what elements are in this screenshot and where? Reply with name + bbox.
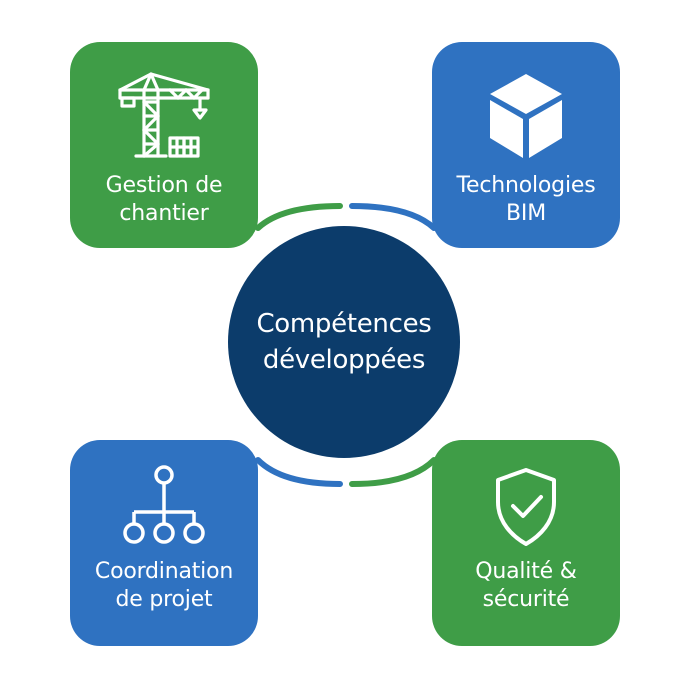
shield-check-icon [432, 464, 620, 548]
center-title-line2: développées [262, 345, 426, 375]
cube-icon [432, 68, 620, 164]
card-label-line2: de projet [115, 587, 213, 612]
card-technologies-bim: Technologies BIM [432, 42, 620, 248]
hierarchy-tree-icon [70, 464, 258, 548]
connector-bottom-right [349, 457, 437, 487]
card-label-line1: Qualité & [475, 559, 577, 584]
card-qualite-securite: Qualité & sécurité [432, 440, 620, 646]
card-label-line1: Coordination [94, 559, 234, 584]
connector-bottom-left [255, 457, 343, 487]
card-gestion-de-chantier: Gestion de chantier [70, 42, 258, 248]
card-label-line2: BIM [506, 201, 546, 226]
card-coordination-de-projet: Coordination de projet [70, 440, 258, 646]
card-label-line2: chantier [119, 201, 209, 226]
card-label: Gestion de chantier [70, 172, 258, 228]
card-label-line1: Gestion de [105, 173, 223, 198]
connector-top-left [255, 203, 343, 231]
construction-crane-icon [70, 68, 258, 164]
card-label-line2: sécurité [482, 587, 570, 612]
card-label-line1: Technologies [456, 173, 596, 198]
center-title-line1: Compétences [256, 309, 432, 339]
connector-top-right [349, 203, 437, 231]
card-label: Coordination de projet [70, 558, 258, 614]
card-label: Qualité & sécurité [432, 558, 620, 614]
card-label: Technologies BIM [432, 172, 620, 228]
center-circle: Compétences développées [228, 226, 460, 458]
